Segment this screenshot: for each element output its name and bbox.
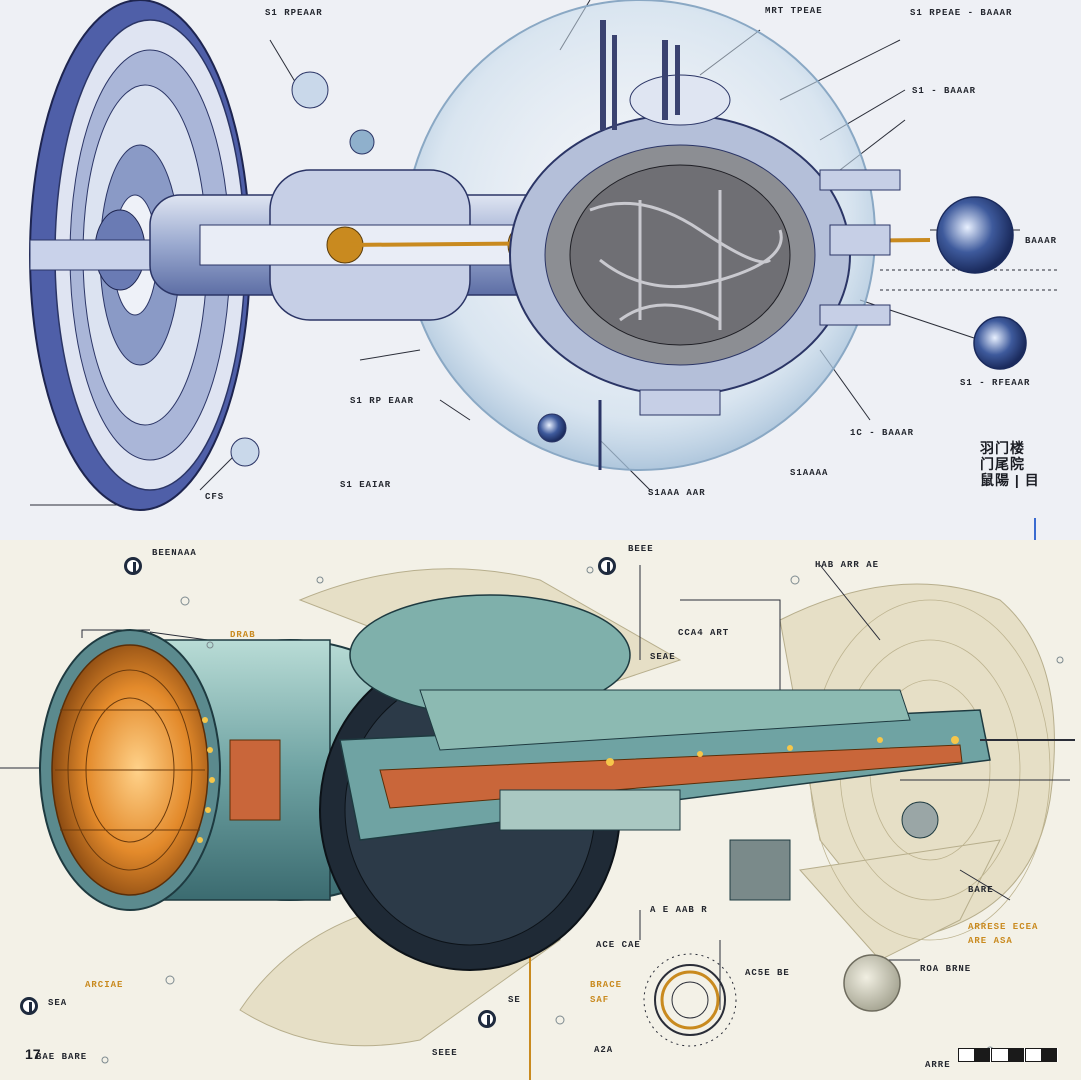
annotation-heading: CFS — [205, 492, 225, 502]
annotation-b-topright: HAB ARR AE — [815, 560, 879, 570]
annotation-bottom-mid: S1 EAIAR — [340, 480, 391, 490]
planet-icon — [843, 954, 901, 1012]
annotation-heading: A E AAB R — [650, 905, 708, 915]
annotation-b-moon: ROA BRNE — [920, 964, 971, 974]
top-orb-3 — [230, 437, 260, 467]
annotation-top-center: MRT TPEAE — [765, 6, 823, 16]
annotation-heading: ARRE — [925, 1060, 951, 1070]
accent-label: BRACE — [590, 980, 623, 990]
annotation-heading: AC5E BE — [745, 968, 790, 978]
bottom-spine — [339, 689, 1075, 901]
annotation-heading: SEEE — [432, 1048, 458, 1058]
annotation-b-right: BARE — [968, 885, 994, 895]
annotation-right-mid: S1 - BAAAR — [912, 86, 976, 96]
glyph-line: 鼠陽 | 目 — [980, 472, 1040, 488]
annotation-top-left: S1 RPEAAR — [265, 8, 323, 18]
top-orb-4 — [537, 413, 567, 443]
annotation-heading: S1 RPEAAR — [265, 8, 323, 18]
target-badge-icon — [598, 557, 616, 575]
annotation-heading: S1 EAIAR — [340, 480, 392, 490]
annotation-heading: S1AAA AAR — [648, 488, 706, 498]
annotation-bottom-center: S1AAA AAR — [648, 488, 706, 498]
annotation-heading: SEA — [48, 998, 68, 1008]
bottom-blueprint-panel: BEENAAA BEEE HAB ARR AE CCA4 ART A E AAB… — [0, 540, 1081, 1080]
accent-label: ARRESE ECEA — [968, 922, 1039, 932]
top-main-hull — [149, 20, 931, 470]
glyph-line: 羽门楼 — [980, 440, 1025, 456]
annotation-b-bottomleft: BAE BARE — [36, 1052, 87, 1062]
annotation-heading: ROA BRNE — [920, 964, 972, 974]
annotation-b-sub: SEAE — [650, 652, 676, 662]
target-badge-icon — [478, 1010, 496, 1028]
bottom-ring-gauge — [643, 953, 737, 1047]
annotation-heading: CCA4 ART — [678, 628, 730, 638]
annotation-b-topleft: BEENAAA — [152, 548, 197, 558]
annotation-heading: S1AAAA — [790, 468, 829, 478]
annotation-heading: BAAAR — [1025, 236, 1058, 246]
annotation-heading: S1 RP EAAR — [350, 396, 415, 406]
annotation-heading: S1 - RFEAAR — [960, 378, 1031, 388]
planet-icon — [936, 196, 1014, 274]
annotation-heading: S1 RPEAE - BAAAR — [910, 8, 1013, 18]
annotation-b-lowcenter: SE — [508, 995, 521, 1005]
annotation-planet: BAAAR — [1025, 236, 1057, 246]
annotation-bottom-left: CFS — [205, 492, 224, 502]
accent-label: SAF — [590, 995, 610, 1005]
annotation-heading: A2A — [594, 1045, 614, 1055]
planet-icon — [973, 316, 1027, 370]
annotation-heading: S1 - BAAAR — [912, 86, 977, 96]
scale-bar-icon — [958, 1048, 1059, 1062]
annotation-heading: HAB ARR AE — [815, 560, 880, 570]
accent-label: DRAB — [230, 630, 256, 640]
glyph-block: 羽门楼 门尾院 鼠陽 | 目 — [980, 440, 1040, 488]
target-badge-icon — [124, 557, 142, 575]
top-blueprint-panel: S1 RPEAAR MRT TPEAE S1 RPEAE - BAAAR S1 … — [0, 0, 1081, 540]
top-spaceship-illustration — [29, 0, 1060, 540]
annotation-heading: SE — [508, 995, 521, 1005]
annotation-b-bottommid: SEEE — [432, 1048, 458, 1058]
annotation-heading: BAE BARE — [36, 1052, 88, 1062]
annotation-center-right: 1C - BAAAR — [850, 428, 914, 438]
top-orb-1 — [291, 71, 329, 109]
annotation-b-topcenter: BEEE — [628, 544, 654, 554]
annotation-b-gauge: AC5E BE — [745, 968, 790, 978]
annotation-heading: ACE CAE — [596, 940, 641, 950]
top-orb-2 — [349, 129, 375, 155]
annotation-heading: BEENAAA — [152, 548, 197, 558]
annotation-b-bottomcenter: A2A — [594, 1045, 613, 1055]
target-badge-icon — [20, 997, 38, 1015]
corner-number: 17 — [25, 1046, 41, 1062]
annotation-heading: 1C - BAAAR — [850, 428, 915, 438]
annotation-top-right: S1 RPEAE - BAAAR — [910, 8, 1012, 18]
annotation-b-midlow: ACE CAE — [596, 940, 641, 950]
annotation-b-mid: A E AAB R — [650, 905, 708, 915]
bottom-spaceship-illustration — [0, 564, 1075, 1080]
annotation-heading: BEEE — [628, 544, 654, 554]
annotation-b-corner: ARRE — [925, 1060, 951, 1070]
annotation-heading: BARE — [968, 885, 994, 895]
annotation-b-midtop: CCA4 ART — [678, 628, 729, 638]
accent-label: ARE ASA — [968, 936, 1013, 946]
accent-label: ARCIAE — [85, 980, 124, 990]
annotation-right-low: S1 - RFEAAR — [960, 378, 1030, 388]
annotation-b-lowleft: SEA — [48, 998, 67, 1008]
annotation-heading: MRT TPEAE — [765, 6, 823, 16]
annotation-bottom-right: S1AAAA — [790, 468, 828, 478]
glyph-line: 门尾院 — [980, 456, 1025, 472]
annotation-lower-left: S1 RP EAAR — [350, 396, 414, 406]
annotation-heading: SEAE — [650, 652, 676, 662]
